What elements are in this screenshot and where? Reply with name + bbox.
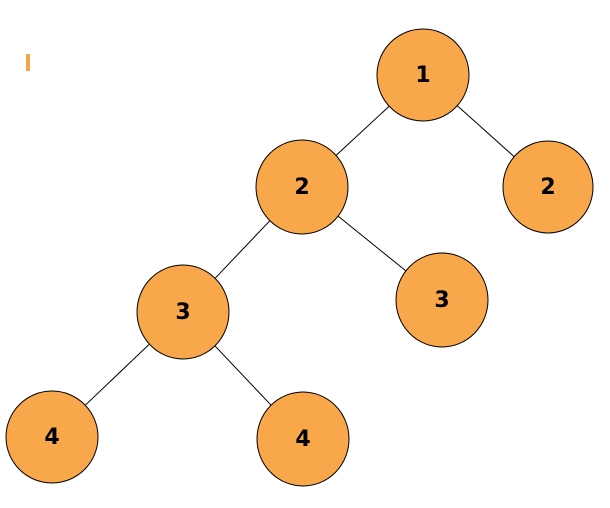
edge-n2a-n3a bbox=[214, 220, 271, 279]
node-label: 4 bbox=[295, 427, 310, 452]
node-circle bbox=[255, 139, 349, 235]
node-label: 2 bbox=[540, 175, 555, 200]
tree-node-n2a: 2 bbox=[255, 139, 349, 235]
node-label: 2 bbox=[294, 175, 309, 200]
node-label: 1 bbox=[415, 63, 430, 88]
node-circle bbox=[395, 252, 489, 348]
tree-node-n3b: 3 bbox=[395, 252, 489, 348]
tree-node-n4b: 4 bbox=[256, 391, 350, 487]
node-circle bbox=[5, 390, 99, 484]
edge-n2a-n3b bbox=[337, 215, 407, 272]
tree-edges bbox=[84, 105, 515, 406]
node-circle bbox=[136, 264, 230, 360]
edge-n1-n2b bbox=[456, 105, 515, 158]
node-circle bbox=[502, 140, 594, 234]
node-circle bbox=[376, 28, 470, 122]
tree-node-n4a: 4 bbox=[5, 390, 99, 484]
node-label: 3 bbox=[434, 288, 449, 313]
tree-node-n3a: 3 bbox=[136, 264, 230, 360]
tree-node-n2b: 2 bbox=[502, 140, 594, 234]
edge-n1-n2a bbox=[335, 105, 390, 156]
node-circle bbox=[256, 391, 350, 487]
bullet-bar bbox=[26, 54, 30, 71]
node-label: 4 bbox=[44, 425, 59, 450]
tree-nodes: 1 2 2 3 3 4 4 bbox=[5, 28, 594, 487]
edge-n3a-n4b bbox=[214, 345, 272, 406]
node-label: 3 bbox=[175, 300, 190, 325]
tree-node-n1: 1 bbox=[376, 28, 470, 122]
edge-n3a-n4a bbox=[84, 343, 150, 406]
